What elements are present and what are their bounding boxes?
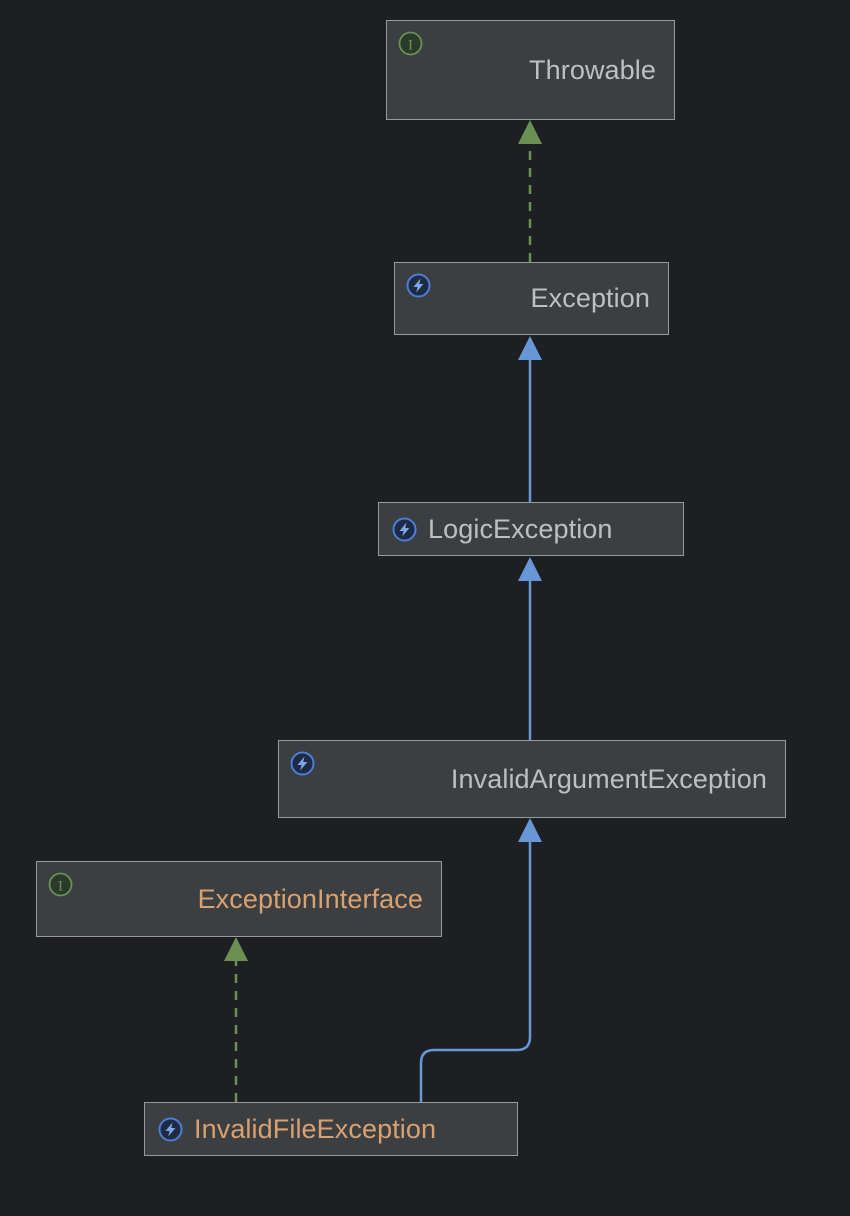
edge-invalidargument-extends-logicexception	[518, 557, 542, 740]
class-node-label: ExceptionInterface	[197, 883, 423, 914]
class-node-label: InvalidFileException	[194, 1113, 437, 1144]
class-node-label: InvalidArgumentException	[450, 763, 767, 794]
class-icon	[405, 272, 432, 299]
class-node-logicexception[interactable]: LogicException	[378, 502, 684, 556]
class-icon	[391, 516, 418, 543]
edge-invalidfile-implements-exceptioninterface	[224, 937, 248, 1102]
class-icon	[157, 1116, 184, 1143]
edge-logicexception-extends-exception	[518, 336, 542, 502]
class-node-invalidfileexception[interactable]: InvalidFileException	[144, 1102, 518, 1156]
class-node-label: Throwable	[529, 54, 656, 85]
class-node-exceptioninterface[interactable]: I ExceptionInterface	[36, 861, 442, 937]
class-node-exception[interactable]: Exception	[394, 262, 669, 335]
svg-text:I: I	[408, 38, 413, 54]
interface-icon: I	[397, 30, 424, 57]
class-icon	[289, 750, 316, 777]
svg-text:I: I	[58, 879, 63, 895]
class-node-throwable[interactable]: I Throwable	[386, 20, 675, 120]
interface-icon: I	[47, 871, 74, 898]
class-node-invalidargumentexception[interactable]: InvalidArgumentException	[278, 740, 786, 818]
class-node-label: LogicException	[428, 513, 613, 544]
class-node-label: Exception	[530, 283, 650, 313]
edge-exception-implements-throwable	[518, 120, 542, 262]
